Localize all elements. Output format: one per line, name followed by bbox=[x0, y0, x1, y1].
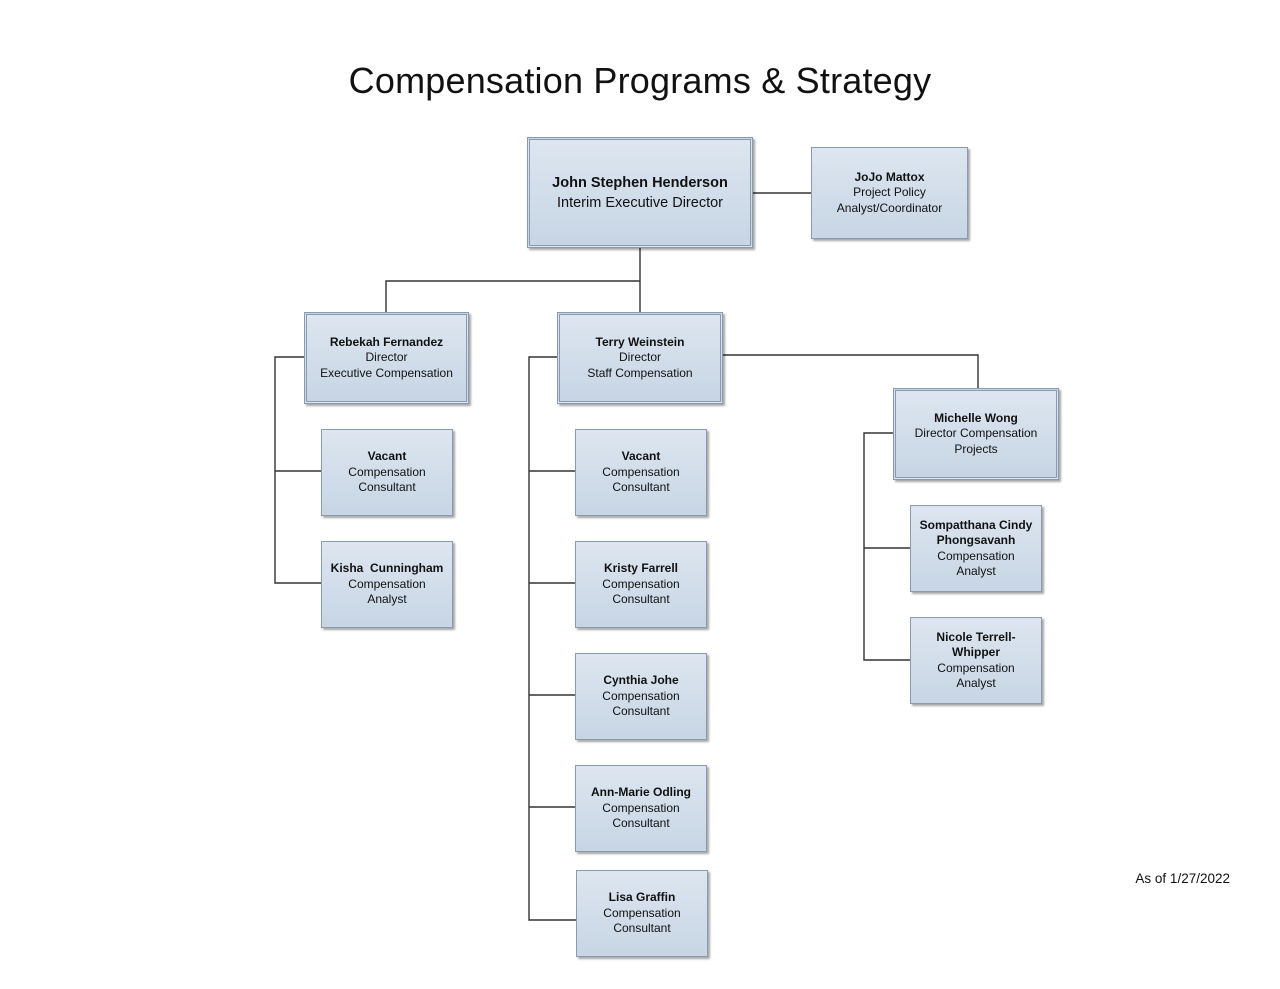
node-title-line1: Compensation bbox=[937, 548, 1015, 563]
node-title-line2: Consultant bbox=[612, 592, 670, 607]
node-name: Vacant bbox=[621, 449, 661, 464]
as-of-date: As of 1/27/2022 bbox=[1135, 871, 1230, 886]
node-kristy-farrell: Kristy Farrell Compensation Consultant bbox=[575, 541, 707, 628]
node-title-line1: Director bbox=[618, 350, 661, 365]
node-name: Terry Weinstein bbox=[595, 334, 685, 349]
node-executive-director: John Stephen Henderson Interim Executive… bbox=[527, 137, 753, 248]
node-name: Ann-Marie Odling bbox=[591, 785, 691, 800]
node-name: Kisha Cunningham bbox=[330, 561, 444, 576]
node-ann-marie-odling: Ann-Marie Odling Compensation Consultant bbox=[575, 765, 707, 852]
connector-executive-rebekah bbox=[385, 280, 640, 313]
node-title-line1: Director bbox=[365, 350, 408, 365]
node-name-line2: Phongsavanh bbox=[936, 533, 1016, 547]
node-title-line1: Compensation bbox=[348, 464, 426, 479]
node-title-line2: Executive Compensation bbox=[320, 365, 453, 380]
node-title-line1: Compensation bbox=[937, 660, 1015, 675]
node-title-line2: Consultant bbox=[613, 921, 671, 936]
node-title-line1: Compensation bbox=[602, 800, 680, 815]
node-name: John Stephen Henderson bbox=[552, 174, 728, 191]
node-title: Project Policy Analyst/Coordinator bbox=[836, 185, 943, 215]
node-kisha-cunningham: Kisha Cunningham Compensation Analyst bbox=[321, 541, 453, 628]
node-policy-analyst: JoJo Mattox Project Policy Analyst/Coord… bbox=[811, 147, 968, 239]
node-terry-weinstein: Terry Weinstein Director Staff Compensat… bbox=[557, 312, 723, 404]
node-nicole-terrell-whipper: Nicole Terrell- Whipper Compensation Ana… bbox=[910, 617, 1042, 704]
node-rebekah-fernandez: Rebekah Fernandez Director Executive Com… bbox=[304, 312, 469, 404]
node-name-line1: Nicole Terrell- bbox=[936, 629, 1016, 644]
node-title-line2: Consultant bbox=[358, 480, 416, 495]
node-cynthia-johe: Cynthia Johe Compensation Consultant bbox=[575, 653, 707, 740]
node-vacant-staff-consultant: Vacant Compensation Consultant bbox=[575, 429, 707, 516]
connector-rebekah-bracket bbox=[274, 356, 321, 584]
node-title-line2: Analyst bbox=[367, 592, 407, 607]
node-title-line1: Compensation bbox=[348, 576, 426, 591]
node-title-line2: Projects bbox=[954, 441, 998, 456]
node-title-line2: Consultant bbox=[612, 480, 670, 495]
node-name: JoJo Mattox bbox=[854, 169, 925, 184]
node-name: Rebekah Fernandez bbox=[329, 334, 444, 349]
node-title-line2: Consultant bbox=[612, 816, 670, 831]
node-name: Cynthia Johe bbox=[603, 673, 679, 688]
node-title-line2: Analyst bbox=[956, 676, 996, 690]
node-name-line2: Whipper bbox=[952, 645, 1000, 659]
connector-terry-bracket bbox=[528, 356, 576, 921]
node-name: Vacant bbox=[367, 449, 407, 464]
node-title-line1: Compensation bbox=[602, 688, 680, 703]
node-vacant-executive-consultant: Vacant Compensation Consultant bbox=[321, 429, 453, 516]
node-title-line1: Compensation bbox=[602, 464, 680, 479]
node-title-line2: Analyst bbox=[956, 564, 996, 578]
node-title-line1: Compensation bbox=[603, 905, 681, 920]
node-lisa-graffin: Lisa Graffin Compensation Consultant bbox=[576, 870, 708, 957]
node-title-line1: Director Compensation bbox=[914, 426, 1038, 441]
node-michelle-wong: Michelle Wong Director Compensation Proj… bbox=[893, 388, 1059, 480]
node-title-line2: Staff Compensation bbox=[587, 365, 693, 380]
page-title: Compensation Programs & Strategy bbox=[348, 60, 932, 101]
node-name: Kristy Farrell bbox=[603, 561, 679, 576]
node-sompatthana-phongsavanh: Sompatthana Cindy Phongsavanh Compensati… bbox=[910, 505, 1042, 592]
connector-terry-michelle bbox=[722, 354, 979, 389]
node-title-line1: Compensation bbox=[602, 576, 680, 591]
node-title: Interim Executive Director bbox=[557, 194, 723, 211]
connector-michelle-bracket bbox=[863, 432, 910, 661]
node-name: Lisa Graffin bbox=[608, 890, 676, 905]
node-name: Michelle Wong bbox=[934, 410, 1018, 425]
node-title-line2: Consultant bbox=[612, 704, 670, 719]
node-name-line1: Sompatthana Cindy bbox=[919, 517, 1033, 532]
